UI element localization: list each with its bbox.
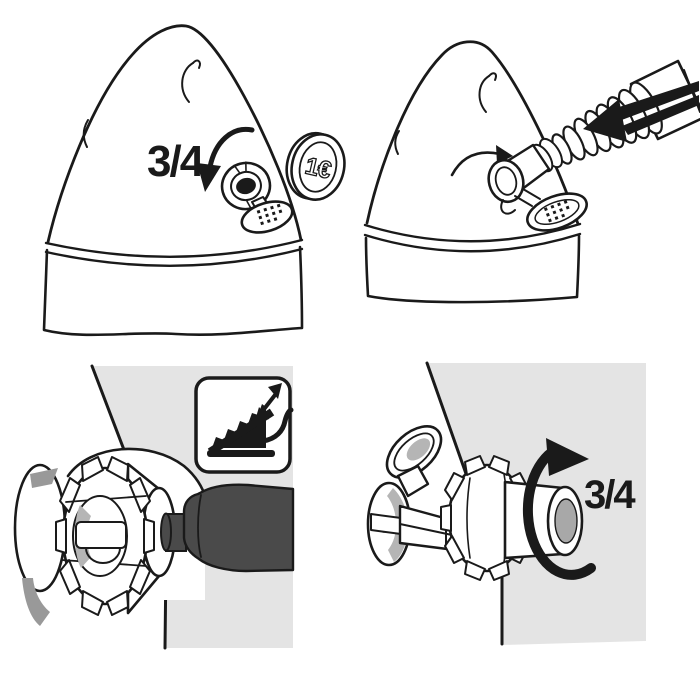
cap-tether [500, 199, 516, 215]
nozzle-tip-end [160, 512, 172, 552]
backplate-shade-bottom [22, 578, 50, 626]
valve-with-hanging-cap [487, 158, 588, 232]
rotation-label: 3/4 [147, 137, 205, 186]
vent-mark [478, 75, 490, 113]
washer-slot [370, 513, 402, 535]
fabric-fold [82, 119, 89, 148]
valve-barrel [503, 480, 584, 560]
gear-teeth [55, 456, 155, 616]
panel-close-valve: 3/4 [366, 361, 646, 646]
pump-nozzle [160, 483, 295, 573]
vent-mark-hook [488, 72, 497, 81]
valve-hole [554, 498, 578, 544]
valve-dome [66, 447, 207, 499]
open-cap [385, 425, 443, 479]
open-valve [220, 161, 294, 234]
euro-coin-icon: 1€ [285, 131, 346, 201]
backplate-shade-top [30, 468, 58, 488]
tent-skirt [42, 245, 304, 337]
vent-mark-hook [192, 59, 201, 69]
curved-turn-arrow-icon [197, 126, 255, 192]
valve-cap [240, 200, 294, 234]
fabric-fold [394, 130, 400, 155]
tent-seam-upper [44, 238, 304, 258]
tent-seam-upper [363, 222, 582, 243]
cap-hinge [396, 464, 430, 498]
insert-direction-arrow-icon [583, 81, 699, 142]
tent-skirt [364, 234, 581, 304]
gear-valve-knob [13, 447, 207, 626]
cap-hinge [514, 188, 541, 207]
nozzle-body [182, 483, 295, 573]
foot-pump-icon [194, 376, 294, 474]
tent-seam-lower [44, 247, 304, 267]
vent-mark [181, 62, 194, 103]
small-turn-arrow-icon [450, 145, 513, 177]
panel-insert-hose [363, 40, 700, 304]
cap-inner-shade [406, 438, 431, 461]
rotate-arrow-icon [522, 438, 596, 580]
cap-grip-dots [543, 200, 570, 223]
rotation-label: 3/4 [584, 473, 636, 517]
hub-bar [75, 521, 127, 549]
cap-grip-dots [256, 203, 283, 226]
panel-open-valve: 3/4 [42, 24, 346, 337]
hanging-cap [526, 192, 588, 232]
panel-pump-attached [13, 364, 295, 650]
tent-seam-lower [363, 232, 582, 253]
